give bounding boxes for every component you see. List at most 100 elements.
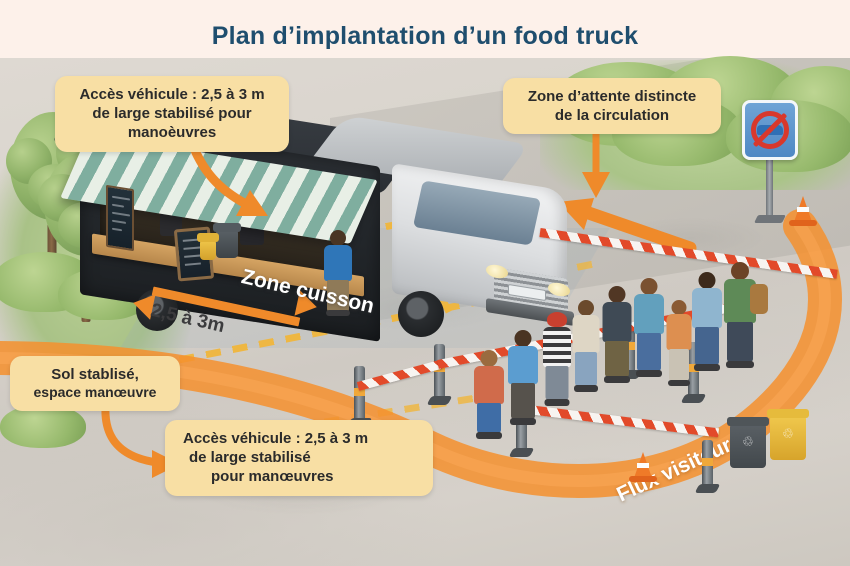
person-torso [572,315,600,353]
person-head [640,278,658,295]
person-shoes [726,361,754,368]
waste-bin-truckside [213,223,241,258]
bollard-band [702,458,713,466]
person-legs [727,322,753,362]
person-torso [324,245,352,281]
callout-line: manoèuvres [127,124,217,142]
queue-person [570,300,602,402]
sign-panel [742,100,798,160]
callout-line: de large stabilisé [189,449,311,467]
queue-person [722,262,758,380]
traffic-cone [629,452,657,482]
queue-person [540,312,574,416]
person-head [330,230,346,246]
person-legs [545,366,569,400]
queue-person [632,278,666,388]
bollard-band [354,388,365,396]
person-legs [511,383,535,419]
person-shoes [604,376,630,383]
bollard [616,322,643,379]
cone-stripe [797,207,809,212]
no-vehicle-sign [742,100,798,223]
person-head [671,300,687,315]
person-head [480,350,498,367]
bollard-post [434,344,445,400]
person-shoes [510,418,536,425]
callout-line: pour manœuvres [211,468,334,486]
bollard-band [624,342,635,350]
person-head [514,330,532,347]
callout-vehicle-access-top: Accès véhicule : 2,5 à 3 m de large stab… [55,76,289,152]
callout-line: Sol stablisé, [51,366,139,383]
callout-waiting-zone: Zone d’attente distincte de la circulati… [503,78,721,135]
flow-direction-arrow [558,198,697,255]
sign-base [754,215,786,223]
visitor-flow-band: Flux visiteurs [0,58,850,566]
bollard [346,366,373,427]
recycling-bin-yellow: ♲ [767,409,809,460]
person-torso [634,294,664,334]
truck-wheel [398,291,444,337]
person-legs [327,280,349,312]
person-shoes [574,385,598,392]
person-shoes [668,380,690,386]
person-legs [669,349,689,381]
person-legs [605,341,629,377]
person-torso [474,366,504,404]
bollard-band [688,364,699,372]
person-shoes [544,399,570,406]
person-shoes [476,432,502,439]
callout-line: Accès véhicule : 2,5 à 3 m [183,430,369,447]
callout-line: de large stabilisé pour [92,105,252,123]
traffic-cone [789,196,817,226]
recycling-symbol-icon: ♲ [782,426,794,442]
queue-person [506,330,540,434]
prohibition-ring-icon [751,111,789,149]
waste-bin-grey: ♲ [727,417,769,468]
callout-vehicle-access-bottom: Accès véhicule : 2,5 à 3 m de large stab… [165,420,433,496]
person-shoes [326,310,350,316]
person-head [608,286,626,303]
callout-stabilized-ground: Sol stablisé, espace manœuvre [10,356,180,412]
bollard [694,440,721,493]
person-shoes [694,364,720,371]
person-head [698,272,716,289]
cone-stripe [637,463,649,468]
person-legs [477,403,501,433]
bin-lid [213,223,241,232]
person-legs [695,327,719,365]
queue-person [664,300,694,396]
person-head [731,262,749,280]
callout-line: Zone d’attente distincte [527,88,697,105]
recycling-bin-truckside [197,233,219,260]
bin-lid [197,233,219,242]
queue-person [472,350,506,448]
queue-person [600,286,634,394]
sign-pole [766,158,773,220]
recycling-symbol-icon: ♲ [742,434,754,450]
bush [0,404,86,448]
person-head [547,312,567,327]
page-title: Plan d’implantation d’un food truck [211,22,639,50]
person-torso [692,288,722,328]
customer-at-counter [322,230,354,316]
food-truck [51,88,602,405]
callout-line: de la circulation [554,107,670,125]
person-torso [602,302,632,342]
bollard [426,344,453,405]
backpack [750,284,768,314]
tree-trunk [47,214,57,288]
bin-lid [767,409,809,418]
person-torso [543,327,571,367]
bin-lid [727,417,769,426]
person-head [578,300,594,316]
bollard [680,342,707,403]
person-torso [666,314,692,350]
person-torso [508,346,538,384]
callout-line: Accès véhicule : 2,5 à 3 m [79,86,265,103]
person-shoes [636,370,662,377]
callout-arrow-top-right [582,130,610,198]
person-legs [575,352,597,386]
queue-person [690,272,724,384]
